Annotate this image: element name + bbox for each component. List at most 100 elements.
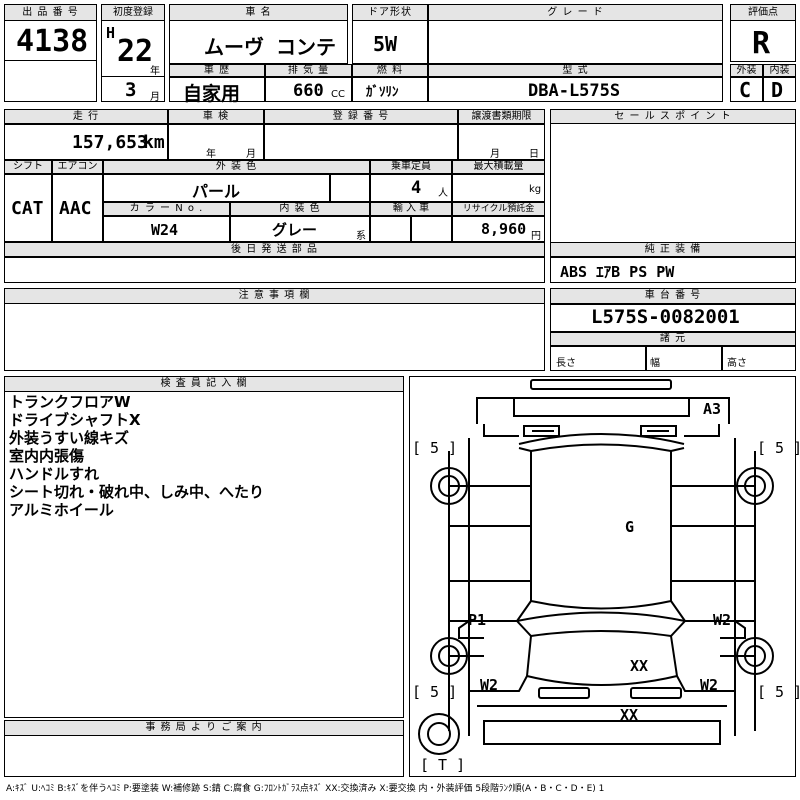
mark-front-left: W2	[480, 676, 499, 694]
grade-header: グ レ ー ド	[428, 4, 723, 21]
office-notice-header: 事 務 局 よ り ご 案 内	[4, 720, 404, 736]
inspector-notes-header: 検 査 員 記 入 欄	[4, 376, 404, 392]
int-color-unit: 系	[356, 231, 366, 242]
int-color-value: グレー	[272, 221, 318, 239]
chassis-number-value: L575S-0082001	[591, 306, 740, 328]
import-cell-a	[370, 216, 411, 242]
aircon-value: AAC	[59, 198, 92, 219]
mileage-header: 走 行	[4, 109, 168, 124]
ext-color-header: 外 装 色	[103, 160, 370, 174]
color-no-value: W24	[151, 221, 179, 239]
mark-left-door: P1	[468, 611, 487, 629]
car-diagram-illustration	[418, 379, 774, 755]
model-code-value: DBA-L575S	[528, 81, 621, 101]
month-cell	[101, 76, 165, 102]
aircon-header: エアコン	[52, 160, 103, 174]
int-color-cell	[230, 216, 370, 242]
capacity-header: 乗車定員	[370, 160, 452, 174]
mark-right-door: W2	[713, 611, 732, 629]
recycle-value: 8,960	[481, 220, 527, 238]
lot-number-value: 4138	[16, 24, 89, 59]
import-header: 輸 入 車	[370, 202, 452, 216]
capacity-cell	[370, 174, 452, 202]
color-no-cell	[103, 216, 230, 242]
note-line: トランクフロアW	[9, 393, 131, 411]
era-value: H	[106, 24, 116, 42]
door-type-header: ドア形状	[352, 4, 428, 21]
color-no-header: カ ラ ー N o .	[103, 202, 230, 216]
inspection-cell	[168, 124, 264, 160]
mileage-value: 157,653	[72, 132, 148, 153]
spec-length-label: 長さ	[556, 358, 576, 369]
sales-point-box	[550, 109, 796, 243]
chassis-number-cell	[550, 304, 796, 332]
inspection-header: 車 検	[168, 109, 264, 124]
recycle-unit: 円	[531, 231, 541, 242]
note-line: ハンドルすれ	[9, 465, 100, 483]
model-code-header: 型 式	[428, 64, 723, 77]
fuel-header: 燃 料	[352, 64, 428, 77]
later-parts-header: 後 日 発 送 部 品	[4, 242, 545, 257]
sales-point-header: セ ー ル ス ポ イ ン ト	[550, 109, 796, 124]
note-line: ドライブシャフトX	[9, 411, 141, 429]
capacity-unit: 人	[438, 188, 448, 199]
spec-length-cell	[550, 346, 646, 371]
history-header: 車 歴	[169, 64, 265, 77]
mileage-cell	[4, 124, 168, 160]
import-cell-b	[411, 216, 452, 242]
year-unit: 年	[150, 66, 160, 77]
damage-code-legend: A:ｷｽﾞ U:ﾍｺﾐ B:ｷｽﾞを伴うﾍｺﾐ P:要塗装 W:補修跡 S:錆 …	[6, 784, 605, 794]
mileage-unit: km	[143, 132, 165, 153]
lot-number-blank	[4, 60, 97, 102]
first-registration-header: 初度登録	[101, 4, 165, 21]
specs-header: 諸 元	[550, 332, 796, 346]
plate-number-header: 登 録 番 号	[264, 109, 458, 124]
history-cell	[169, 77, 265, 102]
history-value: 自家用	[183, 83, 241, 105]
displacement-unit: CC	[331, 89, 345, 100]
door-type-value: 5W	[373, 32, 398, 56]
aircon-cell	[52, 174, 103, 242]
genuine-equipment-header: 純 正 装 備	[550, 242, 796, 257]
displacement-header: 排 気 量	[265, 64, 352, 77]
score-header: 評価点	[730, 4, 796, 21]
max-load-cell	[452, 174, 545, 202]
fuel-cell	[352, 77, 428, 102]
exterior-header: 外装	[730, 64, 763, 77]
inspection-year-unit: 年	[206, 149, 216, 160]
model-code-cell	[428, 77, 723, 102]
exterior-cell	[730, 77, 763, 102]
max-load-unit: kg	[529, 184, 542, 195]
note-line: 外装うすい線キズ	[9, 429, 130, 447]
ext-color-value: パール	[192, 182, 241, 201]
mark-front-bumper: XX	[620, 706, 639, 724]
spec-height-cell	[722, 346, 796, 371]
int-color-header: 内 装 色	[230, 202, 370, 216]
interior-value: D	[771, 78, 784, 102]
recycle-header: リサイクル預託金	[452, 202, 545, 216]
transfer-day-unit: 日	[529, 149, 539, 160]
displacement-cell	[265, 77, 352, 102]
mark-tire-rear-right: [ 5 ]	[757, 439, 800, 457]
month-value: 3	[125, 79, 137, 101]
mark-tire-front-left: [ 5 ]	[412, 683, 458, 701]
inspection-month-unit: 月	[246, 149, 256, 160]
mark-front-center: XX	[630, 657, 649, 675]
exterior-value: C	[739, 78, 752, 102]
mark-tire-rear-left: [ 5 ]	[412, 439, 458, 457]
ext-color-extra-cell	[330, 174, 370, 202]
car-diagram-box	[409, 376, 796, 777]
ext-color-cell	[103, 174, 330, 202]
note-line: アルミホイール	[9, 501, 114, 519]
inspector-notes-list: トランクフロアW ドライブシャフトX 外装うすい線キズ 室内内張傷 ハンドルすれ…	[9, 393, 264, 519]
lot-number-header: 出 品 番 号	[4, 4, 97, 21]
displacement-value: 660	[293, 81, 324, 101]
caution-header: 注 意 事 項 欄	[4, 288, 545, 304]
transfer-month-unit: 月	[490, 149, 500, 160]
genuine-equipment-cell	[550, 257, 796, 283]
car-name-value: ムーヴ コンテ	[204, 35, 337, 59]
note-line: シート切れ・破れ中、しみ中、へたり	[9, 483, 265, 501]
interior-cell	[763, 77, 796, 102]
recycle-cell	[452, 216, 545, 242]
mark-roof: G	[625, 518, 635, 536]
